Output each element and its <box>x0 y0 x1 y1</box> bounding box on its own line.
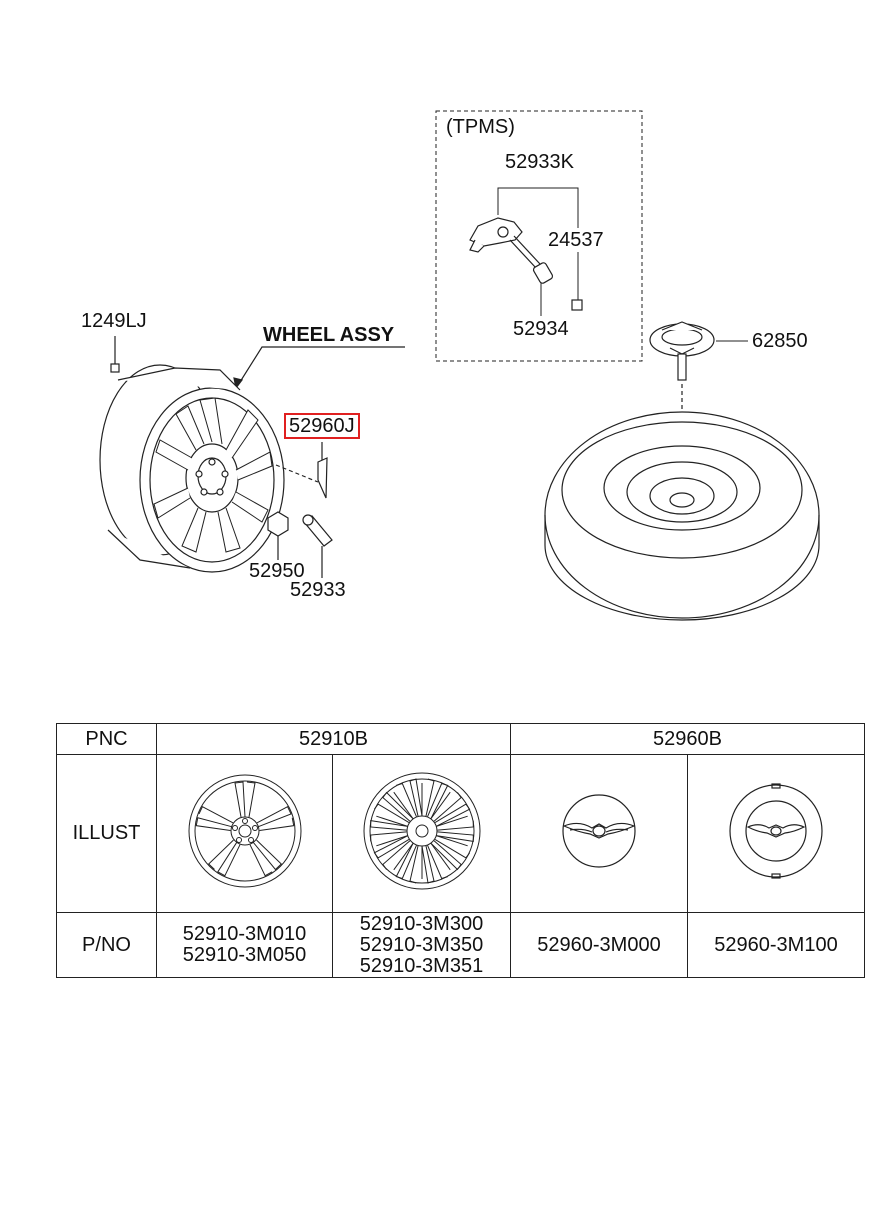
label-wheel-assy: WHEEL ASSY <box>263 324 395 346</box>
label-lug-nut: 52950 <box>249 560 305 582</box>
part-number[interactable]: 52910-3M300 <box>359 912 484 935</box>
part-number[interactable]: 52910-3M010 <box>182 923 307 945</box>
label-valve: 52933 <box>290 579 346 601</box>
label-center-cap-highlighted[interactable]: 52960J <box>284 413 360 439</box>
wheel-assy-icon <box>99 364 285 573</box>
spare-holder-icon <box>649 321 715 490</box>
valve-icon <box>302 514 333 578</box>
row-header-illust: ILLUST <box>56 754 157 913</box>
table-row: ILLUST <box>56 754 865 913</box>
bolt-icon <box>110 336 120 373</box>
row-header-pnc: PNC <box>56 723 157 755</box>
illust-cell <box>156 754 333 913</box>
pno-cell: 52910-3M300 52910-3M350 52910-3M351 <box>332 912 511 978</box>
cap-illustration-icon <box>562 793 636 868</box>
tpms-title: (TPMS) <box>446 116 515 138</box>
illust-cell <box>687 754 865 913</box>
label-tpms-sensor: 52933K <box>505 151 574 173</box>
tpms-group-box <box>435 110 643 362</box>
part-number[interactable]: 52960-3M100 <box>714 933 838 956</box>
table-row: PNC 52910B 52960B <box>56 723 865 755</box>
label-tpms-nut: 24537 <box>548 229 604 251</box>
pno-cell: 52960-3M100 <box>687 912 865 978</box>
tpms-leaders <box>497 187 579 316</box>
row-header-pno: P/NO <box>56 912 157 978</box>
table-row: P/NO 52910-3M010 52910-3M050 52910-3M300… <box>56 912 865 978</box>
part-number[interactable]: 52910-3M350 <box>359 933 484 956</box>
pnc-cap: 52960B <box>510 723 865 755</box>
tpms-nut-icon <box>571 299 583 311</box>
parts-table: PNC 52910B 52960B ILLUST <box>56 723 865 978</box>
part-number[interactable]: 52910-3M050 <box>182 944 307 966</box>
illust-cell <box>332 754 511 913</box>
pnc-wheel: 52910B <box>156 723 511 755</box>
pno-cell: 52910-3M010 52910-3M050 <box>156 912 333 978</box>
label-tpms-cap: 52934 <box>513 318 569 340</box>
label-bolt: 1249LJ <box>81 310 147 332</box>
tpms-sensor-icon <box>469 217 554 284</box>
lug-nut-icon <box>267 511 289 560</box>
wheel-illustration-icon <box>363 772 480 889</box>
center-cap-icon <box>275 442 328 499</box>
wheel-assy-leader <box>233 346 405 390</box>
spare-tire-icon <box>544 411 820 621</box>
label-spare-holder: 62850 <box>752 330 808 352</box>
part-number[interactable]: 52960-3M000 <box>537 933 661 956</box>
pno-cell: 52960-3M000 <box>510 912 688 978</box>
cap-illustration-icon <box>729 782 823 879</box>
part-number[interactable]: 52910-3M351 <box>359 954 484 977</box>
wheel-illustration-icon <box>188 774 301 887</box>
illust-cell <box>510 754 688 913</box>
